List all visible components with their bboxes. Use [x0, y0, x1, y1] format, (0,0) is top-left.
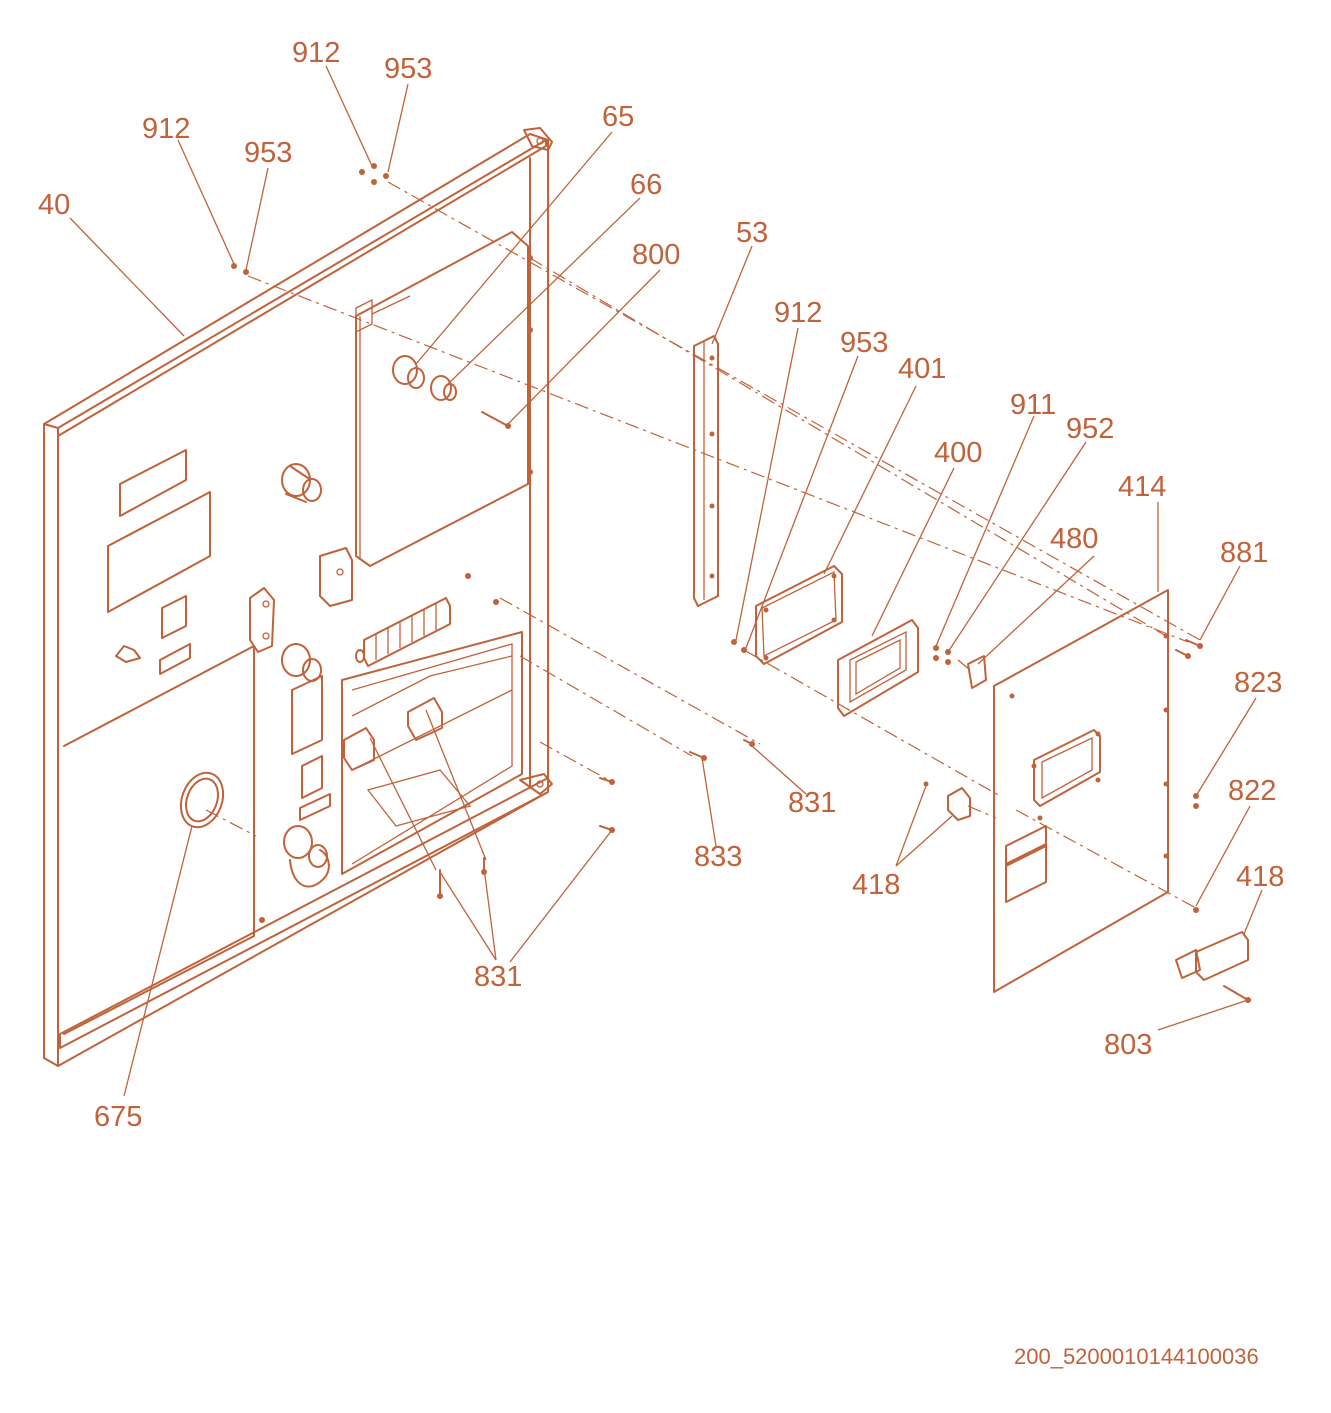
- callout-953-top: 953: [384, 53, 432, 85]
- callout-912-left: 912: [142, 113, 190, 145]
- callout-40: 40: [38, 189, 70, 221]
- callout-803: 803: [1104, 1029, 1152, 1061]
- callout-53: 53: [736, 217, 768, 249]
- callout-401: 401: [898, 353, 946, 385]
- callout-822: 822: [1228, 775, 1276, 807]
- callout-831-right: 831: [788, 787, 836, 819]
- hinge-strip: [693, 335, 719, 607]
- callout-833: 833: [694, 841, 742, 873]
- callout-881: 881: [1220, 537, 1268, 569]
- callout-952: 952: [1066, 413, 1114, 445]
- callout-66: 66: [630, 169, 662, 201]
- fasteners-911-952-480: [933, 645, 987, 689]
- callout-414: 414: [1118, 471, 1166, 503]
- drawing-code: 200_5200010144100036: [1014, 1344, 1259, 1369]
- callout-65: 65: [602, 101, 634, 133]
- leader-lines: [69, 65, 1263, 1097]
- callout-953-mid: 953: [840, 327, 888, 359]
- gasket-frame-400: [837, 619, 919, 717]
- callout-800: 800: [632, 239, 680, 271]
- fasteners-right: [1175, 639, 1203, 913]
- assembly-lines: [205, 181, 1201, 909]
- callout-675: 675: [94, 1101, 142, 1133]
- callout-911: 911: [1010, 389, 1056, 421]
- callout-831-bottom: 831: [474, 961, 522, 993]
- callout-823: 823: [1234, 667, 1282, 699]
- callout-912-mid: 912: [774, 297, 822, 329]
- front-panel: [43, 127, 553, 1067]
- bracket-418-right: [1175, 931, 1251, 1003]
- callout-480: 480: [1050, 523, 1098, 555]
- loose-screws: [231, 163, 755, 833]
- back-plate-414: [993, 589, 1169, 993]
- terminal-blocks: [375, 604, 437, 660]
- callout-418-right: 418: [1236, 861, 1284, 893]
- callout-912-top: 912: [292, 37, 340, 69]
- callout-labels: 912 953 65 912 953 66 40 53 800 912 953 …: [38, 37, 1284, 1133]
- callout-400: 400: [934, 437, 982, 469]
- callout-418-mid: 418: [852, 869, 900, 901]
- callout-953-left: 953: [244, 137, 292, 169]
- bracket-418-mid: [923, 781, 971, 821]
- cover-plate-401: [755, 565, 843, 665]
